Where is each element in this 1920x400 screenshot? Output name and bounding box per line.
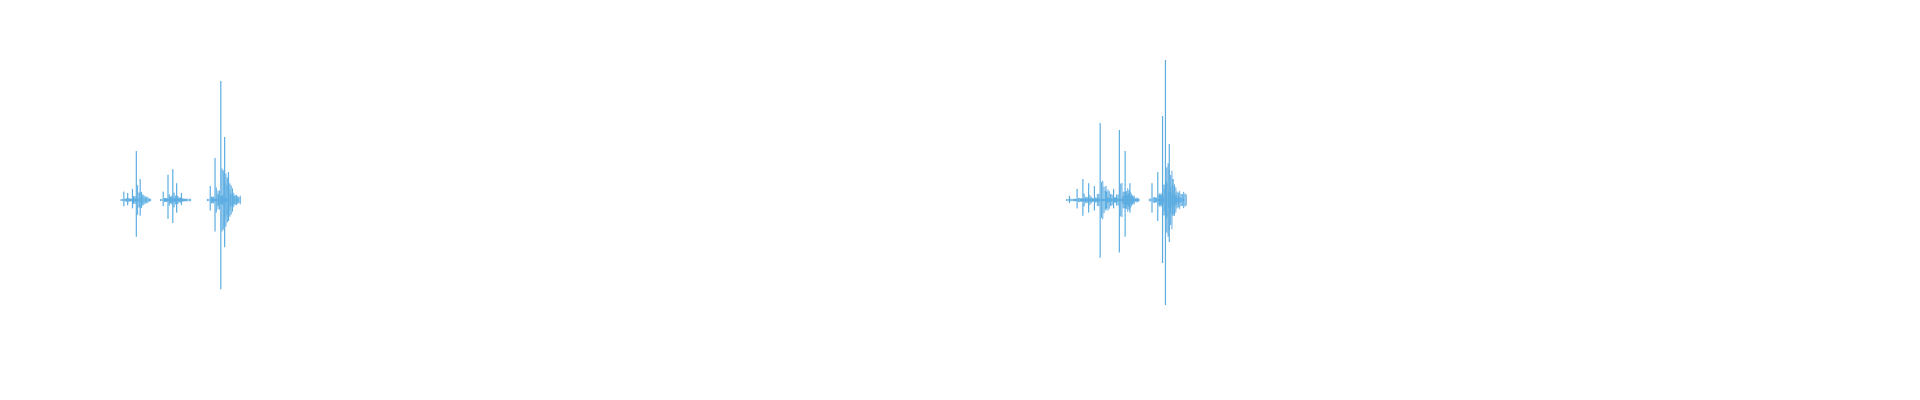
waveform-bursts bbox=[120, 60, 1187, 305]
waveform-burst bbox=[1169, 179, 1185, 216]
waveform-burst bbox=[133, 151, 150, 237]
waveform-burst bbox=[1126, 183, 1140, 213]
waveform-burst bbox=[136, 179, 152, 216]
waveform-burst bbox=[178, 193, 192, 206]
waveform-burst bbox=[217, 81, 241, 290]
waveform-burst bbox=[225, 172, 240, 221]
